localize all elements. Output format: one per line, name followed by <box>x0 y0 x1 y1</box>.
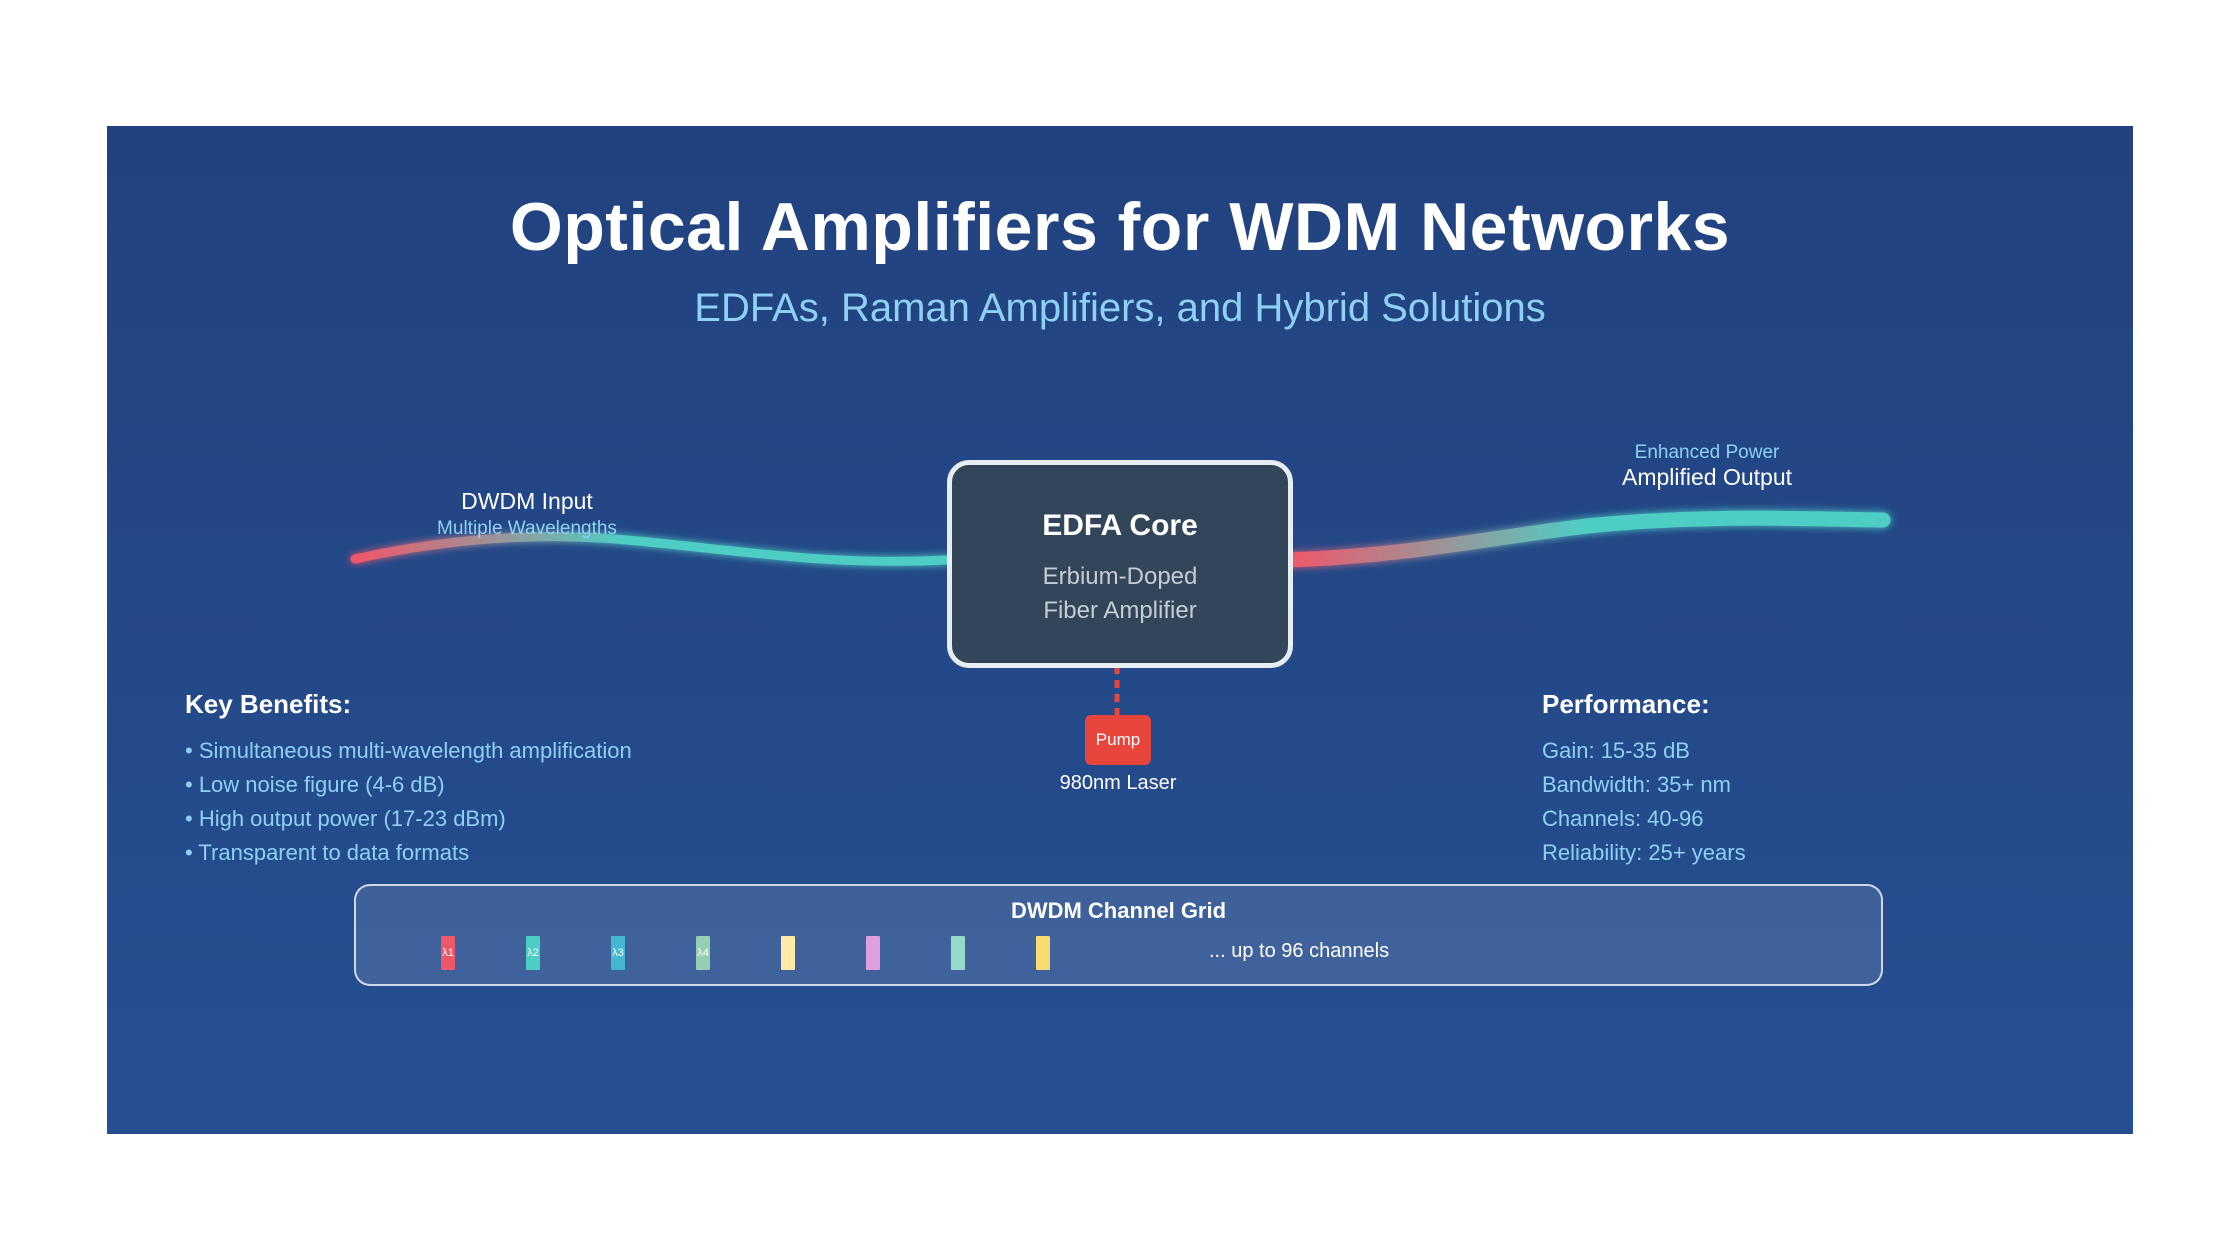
diagram-slide: Optical Amplifiers for WDM Networks EDFA… <box>107 126 2133 1134</box>
channel-grid: DWDM Channel Grid λ1 λ2 λ3 λ4 ... up to … <box>354 884 1883 986</box>
channel-marker: λ2 <box>526 936 540 970</box>
output-label: Amplified Output <box>1621 464 1793 490</box>
channel-marker: λ4 <box>696 936 710 970</box>
channel-marker <box>951 936 965 970</box>
edfa-core-box: EDFA Core Erbium-Doped Fiber Amplifier <box>947 460 1293 668</box>
pump-box: Pump <box>1085 715 1151 765</box>
performance-item: Reliability: 25+ years <box>1542 840 1746 865</box>
output-fiber <box>1279 510 1891 568</box>
key-benefits: Key Benefits: • Simultaneous multi-wavel… <box>185 689 825 870</box>
core-line-1: Erbium-Doped <box>1042 563 1198 590</box>
core-title: EDFA Core <box>1042 509 1198 542</box>
input-sublabel: Multiple Wavelengths <box>437 518 617 539</box>
pump-laser-label: 980nm Laser <box>1059 772 1177 794</box>
channel-marker: λ1 <box>441 936 455 970</box>
performance-title: Performance: <box>1542 689 1710 719</box>
channel-grid-title: DWDM Channel Grid <box>1010 898 1227 923</box>
page-subtitle: EDFAs, Raman Amplifiers, and Hybrid Solu… <box>694 286 1546 330</box>
performance-item: Bandwidth: 35+ nm <box>1542 772 1731 797</box>
core-line-2: Fiber Amplifier <box>1043 597 1197 624</box>
performance-item: Gain: 15-35 dB <box>1542 738 1690 763</box>
channel-marker <box>781 936 795 970</box>
channel-marker <box>866 936 880 970</box>
benefit-item: • Low noise figure (4-6 dB) <box>185 772 445 797</box>
output-sublabel: Enhanced Power <box>1634 442 1780 463</box>
input-fiber <box>350 532 952 566</box>
fiber-diagram <box>350 510 1891 715</box>
channel-marker: λ3 <box>611 936 625 970</box>
performance-item: Channels: 40-96 <box>1542 806 1704 831</box>
performance: Performance: Gain: 15-35 dB Bandwidth: 3… <box>1542 689 1962 870</box>
channel-marker <box>1036 936 1050 970</box>
channel-grid-note: ... up to 96 channels <box>1209 940 1390 962</box>
benefit-item: • Transparent to data formats <box>185 840 470 865</box>
benefit-item: • Simultaneous multi-wavelength amplific… <box>185 738 632 763</box>
page-title: Optical Amplifiers for WDM Networks <box>509 189 1731 265</box>
benefit-item: • High output power (17-23 dBm) <box>185 806 506 831</box>
benefits-title: Key Benefits: <box>185 689 352 719</box>
input-label: DWDM Input <box>461 488 593 514</box>
